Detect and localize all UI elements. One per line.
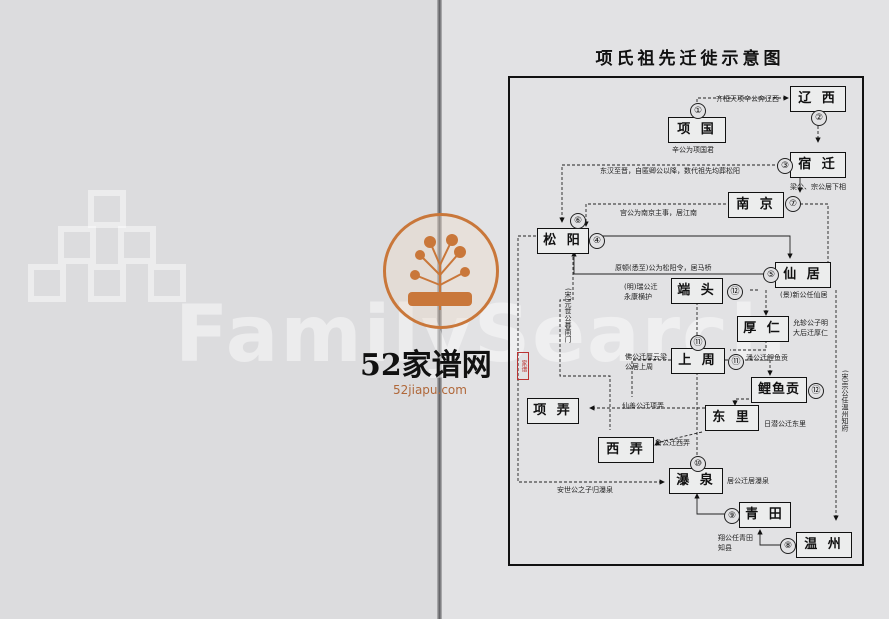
step-number-10: ⑩: [690, 456, 706, 472]
step-number-11b: ⑪: [728, 354, 744, 370]
note-15: 居公迁居瀑泉: [727, 477, 769, 485]
note-4: 梁公、宗公居下相: [790, 183, 846, 191]
step-number-9: ⑨: [724, 508, 740, 524]
note-8: (明)瑞公迁永康横护: [624, 283, 658, 301]
place-box-songyang: 松 阳: [537, 228, 589, 254]
note-6: 原顿(悉至)公为松阳令，居马桥: [615, 264, 712, 272]
place-box-puquan: 瀑 泉: [669, 468, 723, 494]
watermark-logo-icon: [28, 190, 186, 340]
note-11: 潘公迁鲤鱼贡: [746, 354, 788, 362]
place-box-xinong: 西 弄: [598, 437, 654, 463]
vertical-note-2: (宋)宗公任温州知府: [841, 370, 849, 432]
tree-logo-icon: [408, 234, 472, 310]
note-7: (景)新公任仙居: [780, 291, 828, 299]
brand-name: 52家谱网: [360, 348, 492, 383]
step-number-5: ⑤: [763, 267, 779, 283]
note-9: 允轸公子明大后迁厚仁: [793, 319, 828, 337]
step-number-8: ⑧: [780, 538, 796, 554]
step-number-11a: ⑪: [690, 335, 706, 351]
step-number-3: ③: [777, 158, 793, 174]
step-number-4: ④: [589, 233, 605, 249]
place-box-shangzhou: 上 周: [671, 348, 725, 374]
map-frame: [508, 76, 864, 566]
note-12: 仙善公迁项弄: [622, 402, 664, 410]
step-number-6: ⑥: [570, 213, 586, 229]
place-box-liaoxi: 辽 西: [790, 86, 846, 112]
step-number-12a: ⑫: [727, 284, 743, 300]
place-box-duantou: 端 头: [671, 278, 723, 304]
place-box-xiangnong: 项 弄: [527, 398, 579, 424]
note-1: 齐桓天项辛公奔辽西: [716, 95, 779, 103]
place-box-nanjing: 南 京: [728, 192, 784, 218]
note-13: 鲁公迁西弄: [655, 439, 690, 447]
place-box-houren: 厚 仁: [737, 316, 789, 342]
note-16: 安世公之子归瀑泉: [557, 486, 613, 494]
place-box-dongli: 东 里: [705, 405, 759, 431]
place-box-wenzhou: 温 州: [796, 532, 852, 558]
step-number-1: ①: [690, 103, 706, 119]
brand-url: 52jiapu.com: [393, 383, 467, 397]
note-2: 辛公为项国君: [672, 146, 714, 154]
place-box-qingtian: 青 田: [739, 502, 791, 528]
step-number-7: ⑦: [785, 196, 801, 212]
note-17: 翔公任青田知县: [718, 534, 753, 552]
vertical-note-1: (宋)元世公暮南门: [564, 288, 572, 343]
note-14: 日潜公迁东里: [764, 420, 806, 428]
page-title: 项氏祖先迁徙示意图: [595, 49, 785, 69]
note-10: 佛公迁厘云梁公居上周: [625, 353, 667, 371]
place-box-suqian: 宿 迁: [790, 152, 846, 178]
note-3: 东汉至晋，自匿卿公以降，数代祖先均葬松阳: [600, 167, 740, 175]
step-number-2: ②: [811, 110, 827, 126]
place-box-liyugong: 鲤鱼贡: [751, 377, 807, 403]
step-number-12b: ⑫: [808, 383, 824, 399]
place-box-xiangguo: 项 国: [668, 117, 726, 143]
left-page: [0, 0, 441, 619]
place-box-xianju: 仙 居: [775, 262, 831, 288]
red-seal-stamp: 家谱: [517, 352, 529, 380]
note-5: 宫公为南京主事，居江南: [620, 209, 697, 217]
